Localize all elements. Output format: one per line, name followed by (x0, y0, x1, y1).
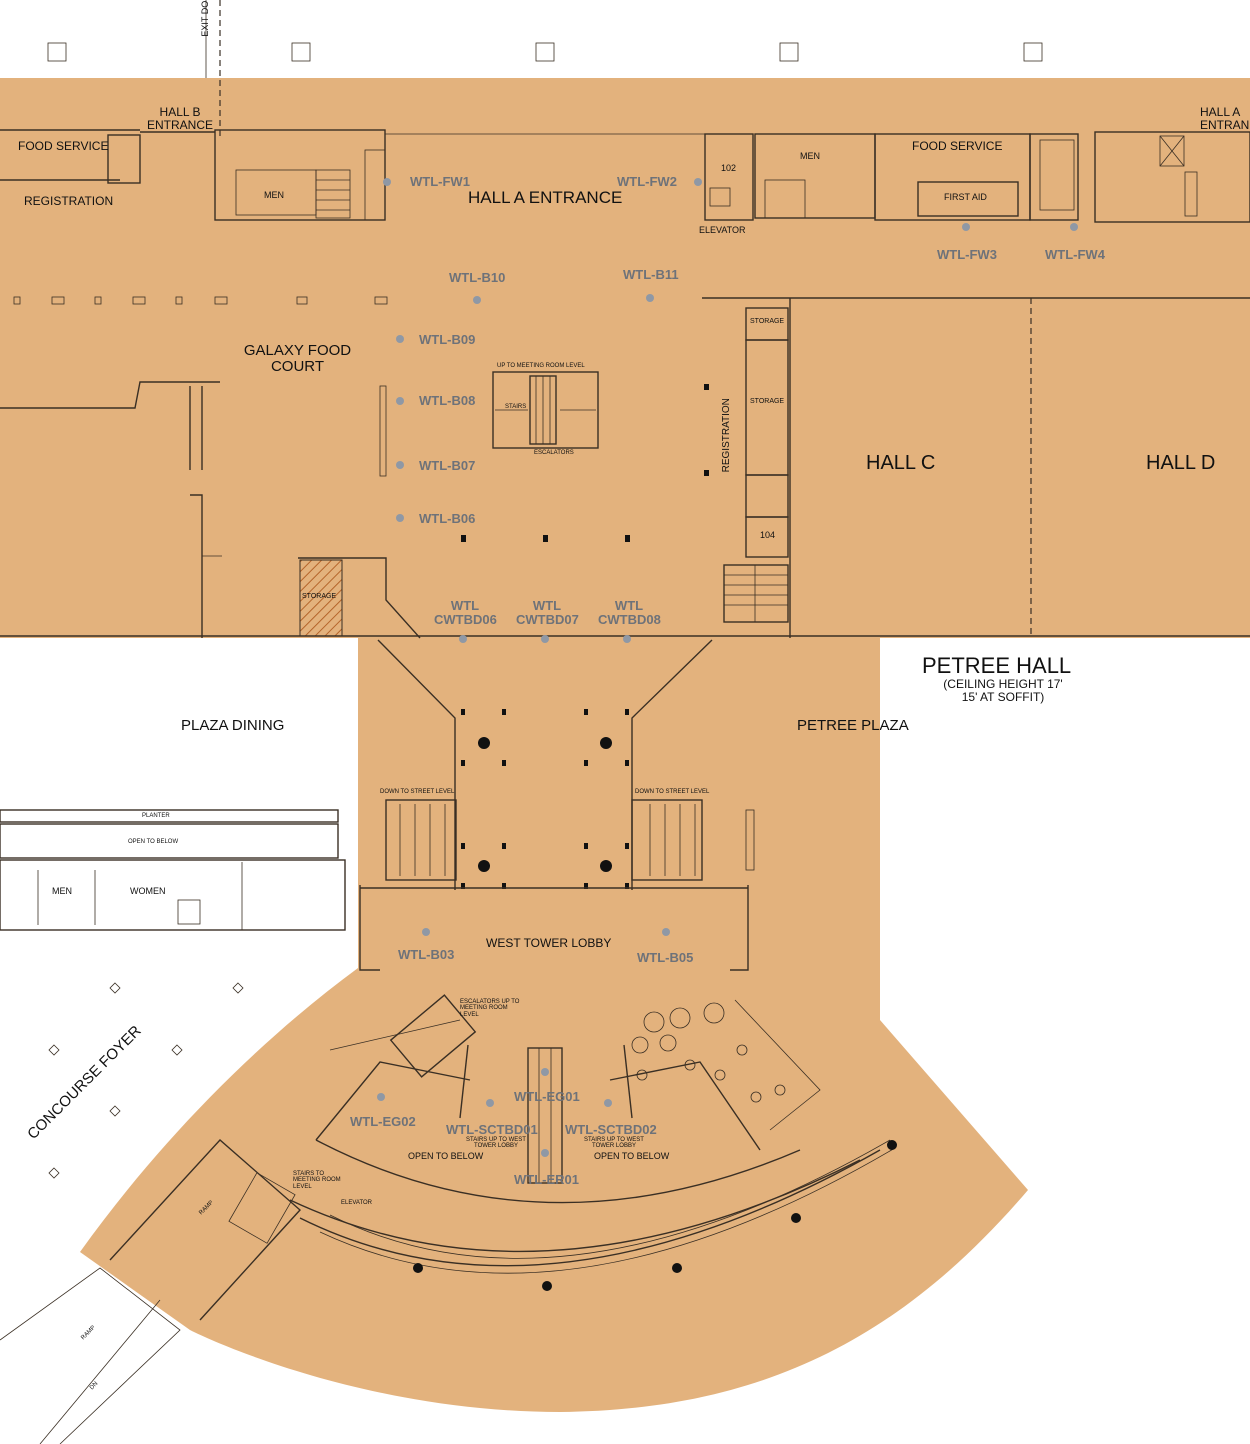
device-tag[interactable]: WTL-FW1 (410, 174, 470, 189)
men-right-label: MEN (800, 151, 820, 161)
up-to-meeting-room-label: UP TO MEETING ROOM LEVEL (497, 363, 585, 369)
registration-vertical-label: REGISTRATION (720, 398, 732, 473)
device-tag[interactable]: WTL-FW4 (1045, 247, 1105, 262)
pillars (461, 535, 630, 889)
open-to-below-top-label: OPEN TO BELOW (128, 839, 179, 845)
registration-block (702, 297, 790, 623)
plaza-dining-building (0, 809, 346, 931)
escalator-top (492, 371, 599, 449)
food-service-right-label: FOOD SERVICE (912, 139, 1003, 153)
ceiling-note-label: (CEILING HEIGHT 17' 15' AT SOFFIT) (943, 677, 1063, 704)
women-lower-label: WOMEN (130, 886, 166, 896)
storage-1-label: STORAGE (750, 318, 785, 325)
first-aid-label: FIRST AID (944, 192, 987, 202)
down-to-street-right-label: DOWN TO STREET LEVEL (635, 789, 710, 795)
device-tag[interactable]: WTL CWTBD07 (516, 598, 579, 628)
lobby-arcs (228, 994, 881, 1267)
column-row (13, 296, 388, 305)
device-tag[interactable]: WTL-ER01 (514, 1172, 579, 1187)
device-tag[interactable]: WTL-B07 (419, 458, 476, 473)
device-tag[interactable]: WTL-FW2 (617, 174, 677, 189)
seating (631, 999, 821, 1131)
storage-hatched-label: STORAGE (302, 593, 337, 600)
escalators-small-label: ESCALATORS (534, 450, 574, 456)
registration-left-label: REGISTRATION (24, 194, 114, 208)
floor-area (0, 78, 1250, 1412)
device-tag[interactable]: WTL-B10 (449, 270, 506, 285)
open-to-below-right-label: OPEN TO BELOW (594, 1151, 670, 1161)
ramp-structure (0, 1139, 301, 1444)
device-tag[interactable]: WTL-SCTBD01 (446, 1122, 538, 1137)
device-tag[interactable]: WTL-B11 (623, 267, 679, 282)
device-tag[interactable]: WTL-FW3 (937, 247, 997, 262)
device-tag[interactable]: WTL-B09 (419, 332, 476, 347)
device-tag[interactable]: WTL-EG02 (350, 1114, 416, 1129)
concourse-markers (48, 982, 244, 1179)
petree-plaza-label: PETREE PLAZA (797, 717, 909, 734)
device-markers (377, 178, 1078, 1157)
petree-hall-label: PETREE HALL (922, 653, 1072, 678)
food-service-left-label: FOOD SERVICE (18, 139, 109, 153)
hall-c-label: HALL C (866, 452, 936, 474)
men-left-label: MEN (264, 190, 284, 200)
elevator-lower-label: ELEVATOR (341, 1200, 373, 1206)
west-tower-lobby-label: WEST TOWER LOBBY (486, 936, 612, 950)
hall-a-entrance-right-label: HALL A ENTRAN (1200, 106, 1250, 132)
hall-d-label: HALL D (1146, 452, 1216, 474)
truss-railing (319, 1139, 897, 1291)
stairs-up-right-label: STAIRS UP TO WEST TOWER LOBBY (584, 1137, 644, 1150)
escalators-up-label: ESCALATORS UP TO MEETING ROOM LEVEL (460, 999, 520, 1018)
planter-label: PLANTER (142, 813, 170, 819)
device-tag[interactable]: WTL CWTBD06 (434, 598, 497, 628)
elevator-top-label: ELEVATOR (699, 225, 746, 235)
column-markers (47, 42, 1043, 62)
device-tag[interactable]: WTL CWTBD08 (598, 598, 661, 628)
plaza-dining-label: PLAZA DINING (181, 717, 285, 734)
room-104-label: 104 (760, 530, 776, 540)
device-tag[interactable]: WTL-B08 (419, 393, 476, 408)
storage-2-label: STORAGE (750, 398, 785, 405)
open-to-below-left-label: OPEN TO BELOW (408, 1151, 484, 1161)
down-to-street-left-label: DOWN TO STREET LEVEL (380, 789, 455, 795)
hall-a-entrance-label: HALL A ENTRANCE (468, 188, 623, 207)
stairs-to-meeting-label: STAIRS TO MEETING ROOM LEVEL (293, 1171, 341, 1190)
corridor-walls (359, 639, 755, 971)
stairs-up-left-label: STAIRS UP TO WEST TOWER LOBBY (466, 1137, 526, 1150)
food-court-walls (0, 381, 421, 639)
device-tag[interactable]: WTL-B03 (398, 947, 455, 962)
galaxy-food-court-label: GALAXY FOOD COURT (243, 342, 352, 375)
room-102-label: 102 (721, 163, 737, 173)
men-lower-label: MEN (52, 886, 72, 896)
hall-b-entrance-label: HALL B ENTRANCE (146, 105, 213, 132)
device-tag[interactable]: WTL-B06 (419, 511, 476, 526)
device-tag[interactable]: WTL-SCTBD02 (565, 1122, 657, 1137)
device-tag[interactable]: WTL-EG01 (514, 1089, 580, 1104)
exit-door-label: EXIT DO (200, 0, 211, 37)
stairs-small-label: STAIRS (505, 404, 527, 410)
device-tag[interactable]: WTL-B05 (637, 950, 694, 965)
top-service-rooms (0, 129, 1250, 223)
